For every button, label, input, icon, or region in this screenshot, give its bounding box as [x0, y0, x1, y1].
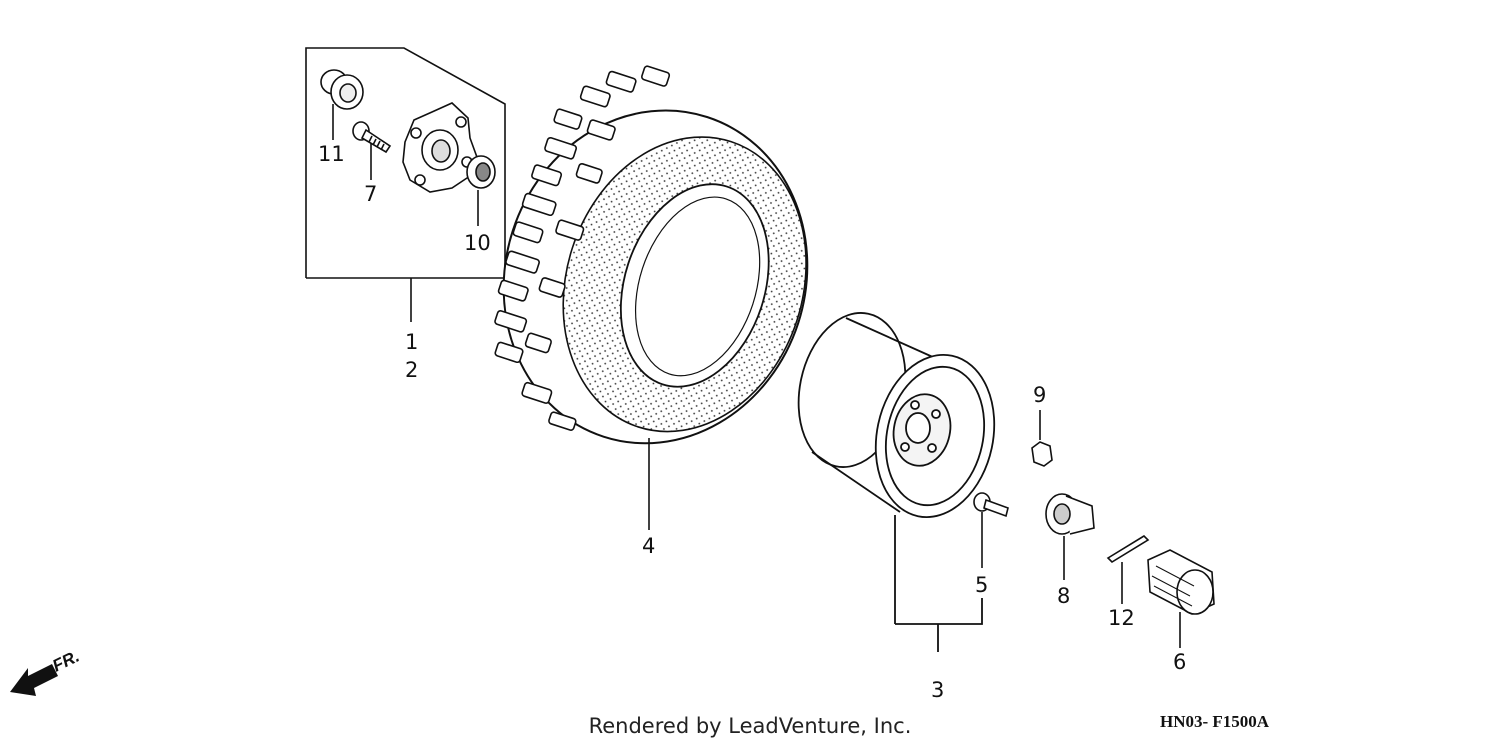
- wheel-rim-part: [797, 312, 996, 652]
- callout-4: 4: [642, 534, 655, 558]
- callout-5: 5: [975, 573, 988, 597]
- callout-11: 11: [318, 142, 345, 166]
- tire-part: [494, 65, 809, 530]
- callout-1: 1: [405, 330, 418, 354]
- callout-10: 10: [464, 231, 491, 255]
- bearing-part: [466, 155, 496, 226]
- callout-7: 7: [364, 182, 377, 206]
- bolt-part: [352, 121, 392, 180]
- hub-cap-part: [1147, 549, 1215, 648]
- callout-2: 2: [405, 358, 418, 382]
- callout-12: 12: [1108, 606, 1135, 630]
- castle-nut-part: [1045, 493, 1095, 580]
- callout-9: 9: [1033, 383, 1046, 407]
- callout-8: 8: [1057, 584, 1070, 608]
- front-direction-arrow-icon: FR.: [10, 647, 82, 696]
- callout-6: 6: [1173, 650, 1186, 674]
- render-credit: Rendered by LeadVenture, Inc.: [588, 714, 912, 738]
- diagram-code: HN03- F1500A: [1160, 712, 1270, 731]
- nut-part: [1031, 410, 1053, 467]
- callout-3: 3: [931, 678, 944, 702]
- collar-part: [320, 69, 364, 140]
- hub-plate-part: [402, 102, 479, 193]
- valve-stem-part: [973, 492, 1009, 568]
- cotter-pin-part: [1106, 534, 1150, 604]
- hub-assembly-group: [305, 47, 506, 322]
